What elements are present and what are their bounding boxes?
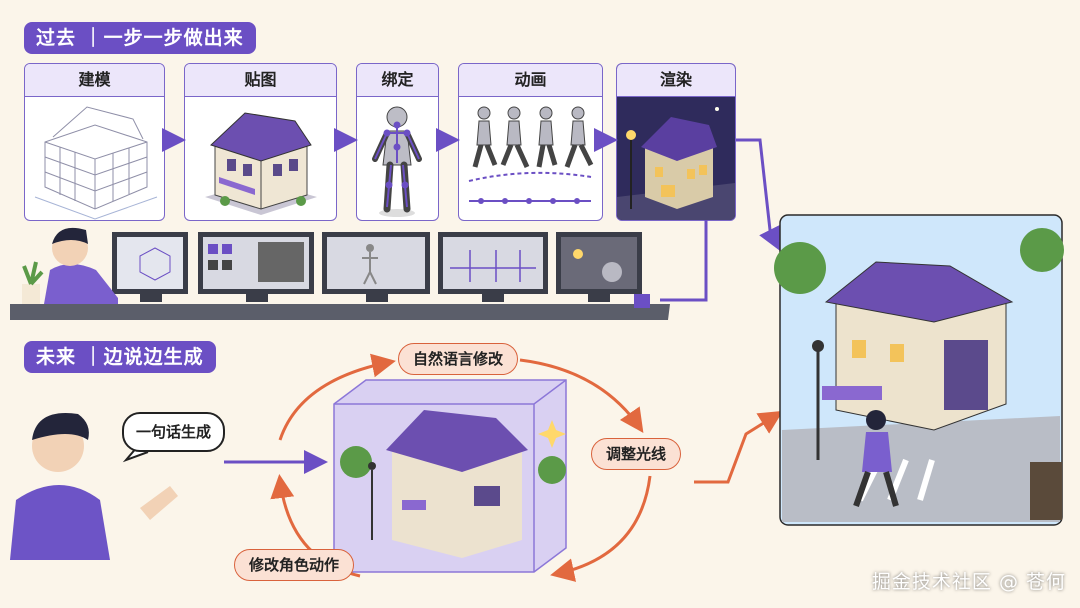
- monitor-icon: [556, 232, 642, 302]
- step-label: 贴图: [185, 64, 336, 97]
- arrow-icon: [550, 475, 652, 582]
- arrow-icon: [736, 138, 781, 252]
- step-texturing: 贴图: [184, 63, 337, 221]
- edit-character-action-pill: 修改角色动作: [234, 549, 355, 581]
- connector-line: [660, 220, 708, 302]
- final-render-scene: [774, 214, 1064, 526]
- step-label: 绑定: [357, 64, 438, 97]
- step-label: 渲染: [617, 64, 735, 97]
- past-section-title: 过去 ｜一步一步做出来: [24, 22, 256, 54]
- rendered-house-icon: [617, 97, 735, 220]
- arrow-icon: [278, 353, 396, 441]
- adjust-lighting-pill: 调整光线: [591, 438, 682, 470]
- arrow-icon: [694, 410, 784, 484]
- step-label: 建模: [25, 64, 164, 97]
- watermark: 掘金技术社区 @ 苍何: [871, 571, 1066, 593]
- future-section-title: 未来 ｜边说边生成: [24, 341, 216, 373]
- rigged-figure-icon: [372, 106, 422, 217]
- monitor-icon: [438, 232, 548, 302]
- step-label: 动画: [459, 64, 602, 97]
- arrow-icon: [519, 358, 644, 433]
- walking-character-icon: [853, 410, 899, 507]
- workstation-illustration: [10, 227, 670, 320]
- coffee-mug-icon: [634, 294, 650, 308]
- walk-cycle-icon: [468, 106, 594, 204]
- step-rendering: 渲染: [616, 63, 736, 221]
- step-modeling: 建模: [24, 63, 165, 221]
- speech-bubble: 一句话生成: [122, 412, 226, 452]
- monitor-icon: [198, 232, 314, 302]
- monitor-icon: [322, 232, 430, 302]
- natural-language-edit-pill: 自然语言修改: [398, 343, 519, 375]
- plant-icon: [22, 261, 44, 304]
- generated-scene-cube: [333, 379, 567, 573]
- designer-avatar: [44, 227, 118, 304]
- textured-house-icon: [205, 112, 317, 215]
- monitor-icon: [112, 232, 188, 302]
- speaker-avatar: [10, 413, 178, 560]
- step-animation: 动画: [458, 63, 603, 221]
- step-rigging: 绑定: [356, 63, 439, 221]
- wireframe-house-icon: [34, 106, 158, 220]
